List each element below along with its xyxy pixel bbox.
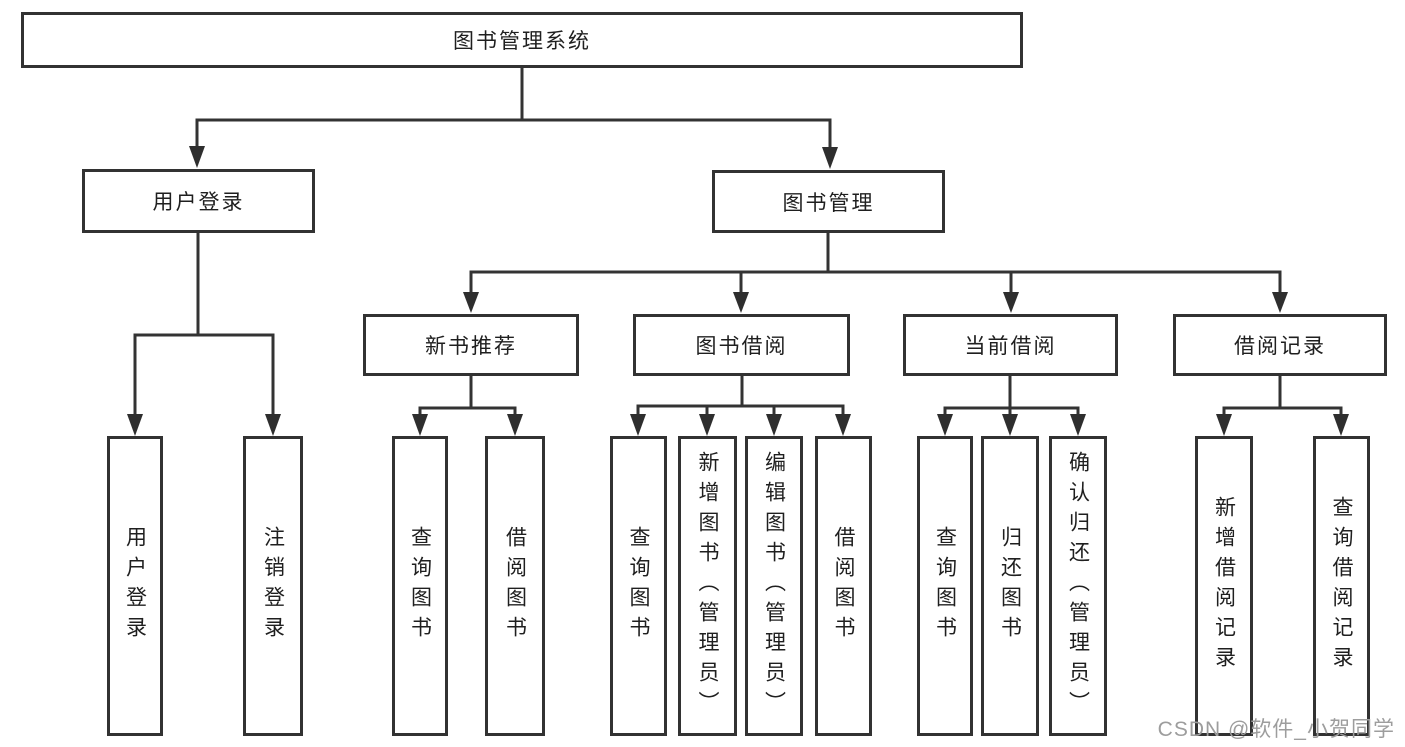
node-root-library-management-system: 图书管理系统 — [21, 12, 1023, 68]
leaf-borrow-add-books-admin: 新增图书（管理员） — [678, 436, 737, 736]
leaf-borrow-borrow-books: 借阅图书 — [815, 436, 872, 736]
node-borrowing-records: 借阅记录 — [1173, 314, 1387, 376]
leaf-current-confirm-return-admin: 确认归还（管理员） — [1049, 436, 1107, 736]
leaf-borrow-edit-books-admin: 编辑图书（管理员） — [745, 436, 803, 736]
leaf-current-return-books: 归还图书 — [981, 436, 1039, 736]
leaf-borrow-query-books: 查询图书 — [610, 436, 667, 736]
node-new-book-recommendation: 新书推荐 — [363, 314, 579, 376]
leaf-logout: 注销登录 — [243, 436, 303, 736]
leaf-record-add-borrow-record: 新增借阅记录 — [1195, 436, 1253, 736]
leaf-newbook-query-books: 查询图书 — [392, 436, 448, 736]
leaf-newbook-borrow-books: 借阅图书 — [485, 436, 545, 736]
node-current-borrowing: 当前借阅 — [903, 314, 1118, 376]
leaf-record-query-borrow-record: 查询借阅记录 — [1313, 436, 1370, 736]
leaf-current-query-books: 查询图书 — [917, 436, 973, 736]
csdn-watermark: CSDN @软件_小贺同学 — [1157, 718, 1395, 741]
node-user-login: 用户登录 — [82, 169, 315, 233]
node-book-borrowing: 图书借阅 — [633, 314, 850, 376]
node-book-management: 图书管理 — [712, 170, 945, 233]
leaf-user-login: 用户登录 — [107, 436, 163, 736]
